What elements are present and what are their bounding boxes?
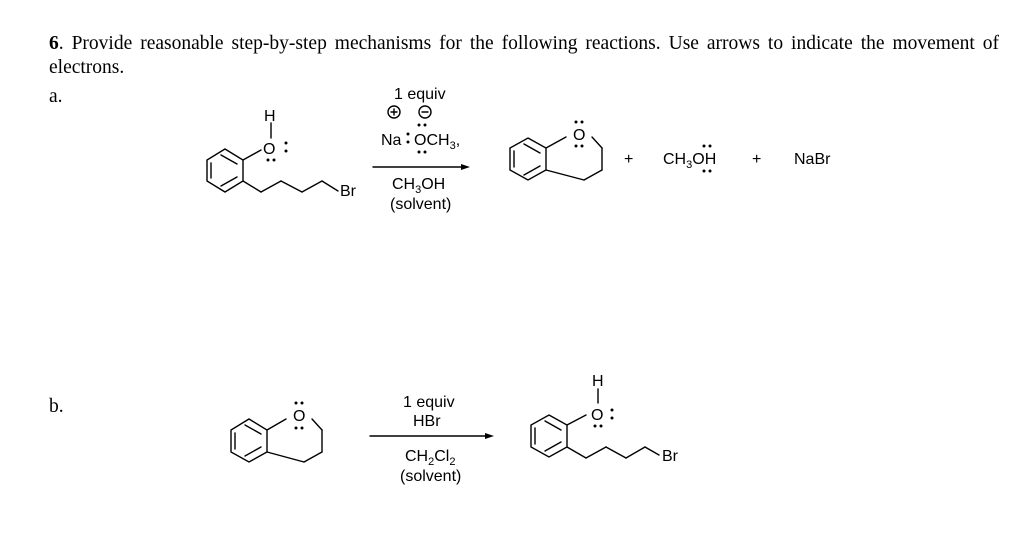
positive-charge-icon xyxy=(387,105,401,119)
part-b-solvent-label: (solvent) xyxy=(400,468,461,485)
part-a-product-o: O xyxy=(573,127,585,144)
part-b-reagent-equiv: 1 equiv xyxy=(403,394,455,411)
part-a-reactant-h: H xyxy=(264,108,276,125)
question-number: 6 xyxy=(49,33,59,54)
part-b-product-br: Br xyxy=(662,448,679,465)
part-a-plus-1: + xyxy=(624,151,633,168)
part-a-reagent-methoxide: OCH3, xyxy=(414,132,460,152)
part-a-reactant-structure xyxy=(206,122,339,193)
question-text: . Provide reasonable step-by-step mechan… xyxy=(49,33,999,78)
question-prompt: 6. Provide reasonable step-by-step mecha… xyxy=(49,32,999,80)
part-b-label: b. xyxy=(49,396,64,417)
part-a-plus-2: + xyxy=(752,151,761,168)
part-a-reagent-equiv: 1 equiv xyxy=(394,86,446,103)
part-b-product-h: H xyxy=(592,373,604,390)
part-b-reagent-hbr: HBr xyxy=(413,413,441,430)
part-a-methanol: CH3OH xyxy=(663,151,716,171)
part-a-reagent-na: Na xyxy=(381,132,402,149)
part-a-solvent-formula: CH3OH xyxy=(392,176,445,196)
part-a-label: a. xyxy=(49,86,63,107)
part-a-nabr: NaBr xyxy=(794,151,831,168)
part-b-reactant-o: O xyxy=(293,408,305,425)
part-b-solvent-formula: CH2Cl2 xyxy=(405,448,455,468)
part-b-product-structure xyxy=(530,388,660,459)
part-b-product-o: O xyxy=(591,407,603,424)
part-a-reactant-br: Br xyxy=(340,183,357,200)
part-b-reactant-structure xyxy=(230,418,323,463)
negative-charge-icon xyxy=(418,105,432,119)
lone-pair-dots xyxy=(266,120,712,430)
part-a-solvent-label: (solvent) xyxy=(390,196,451,213)
part-a-reactant-o: O xyxy=(263,141,275,158)
part-a-product-structure xyxy=(509,136,603,181)
